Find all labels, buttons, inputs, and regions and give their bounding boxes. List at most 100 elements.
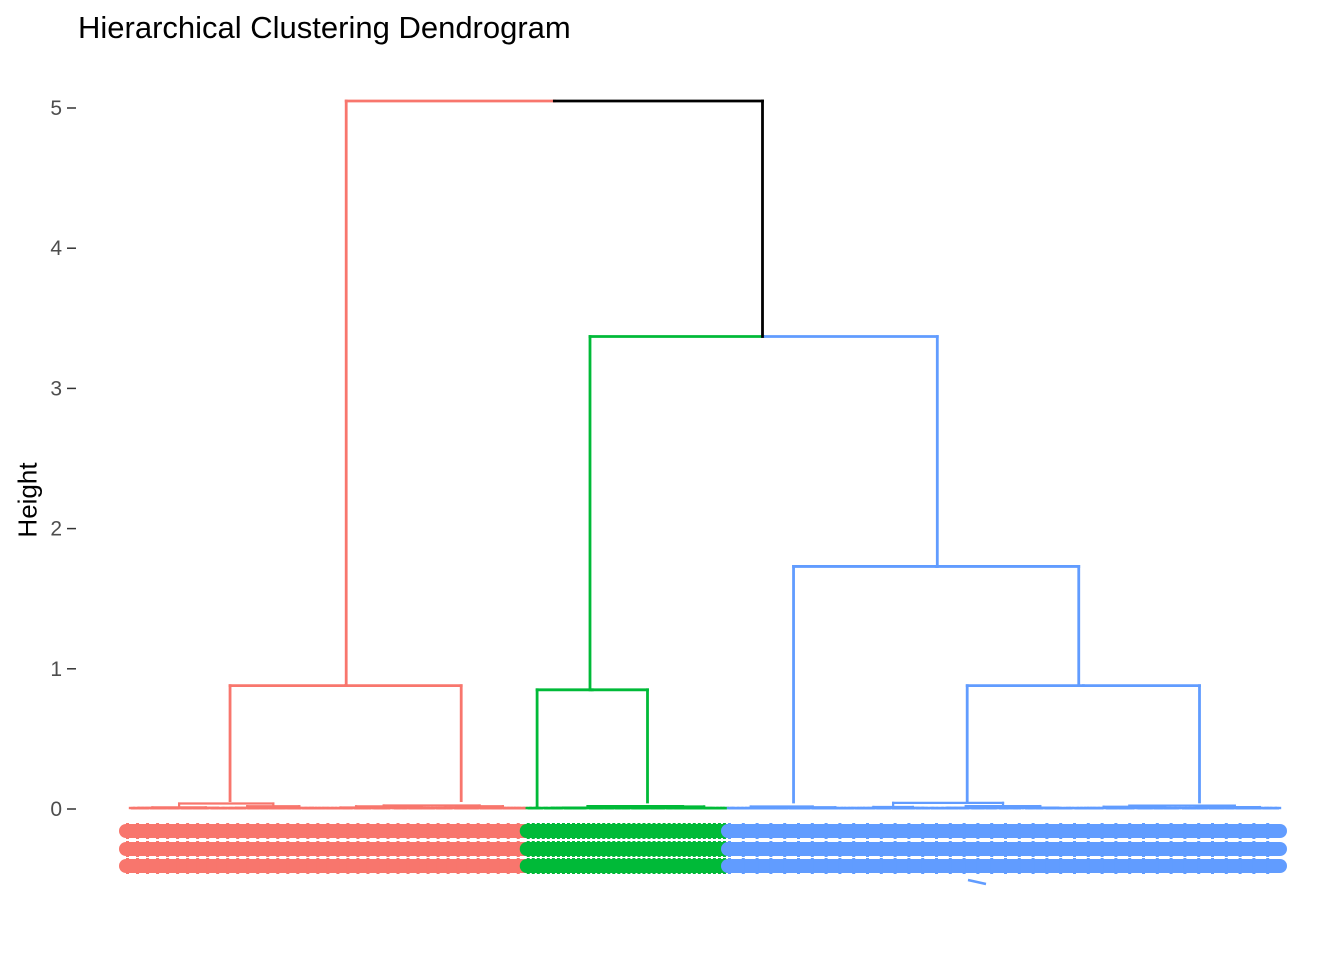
- leaf-label-glyph-c1-0-19: [316, 823, 320, 839]
- leaf-label-glyph-c1-2-18: [306, 858, 310, 874]
- leaf-label-glyph-c1-0-30: [426, 823, 430, 839]
- leaf-label-glyph-c2-1-19: [622, 841, 626, 857]
- leaf-label-glyph-c1-1-28: [406, 841, 410, 857]
- leaf-label-glyph-c2-1-37: [712, 841, 716, 857]
- leaf-label-glyph-c3-1-24: [1059, 841, 1063, 857]
- leaf-label-glyph-c1-2-6: [186, 858, 190, 874]
- leaf-label-glyph-c3-2-8: [838, 858, 842, 874]
- leaf-label-glyph-c1-0-36: [486, 823, 490, 839]
- leaf-label-glyph-c3-2-16: [948, 858, 952, 874]
- leaf-label-glyph-c3-1-19: [990, 841, 994, 857]
- leaf-label-glyph-c3-0-4: [783, 823, 787, 839]
- leaf-label-glyph-c1-2-5: [176, 858, 180, 874]
- leaf-label-glyph-c1-2-36: [486, 858, 490, 874]
- leaf-label-glyph-c2-0-6: [556, 823, 560, 839]
- leaf-label-glyph-c3-2-14: [921, 858, 925, 874]
- leaf-label-glyph-c2-1-31: [682, 841, 686, 857]
- leaf-label-glyph-c2-1-5: [551, 841, 555, 857]
- leaf-label-glyph-c3-1-21: [1017, 841, 1021, 857]
- leaf-label-glyph-c1-2-32: [446, 858, 450, 874]
- leaf-label-glyph-c3-0-17: [962, 823, 966, 839]
- leaf-label-glyph-c3-1-16: [948, 841, 952, 857]
- leaf-label-glyph-c1-1-4: [166, 841, 170, 857]
- leaf-label-glyph-c2-0-8: [567, 823, 570, 839]
- leaf-label-glyph-c2-1-7: [561, 841, 565, 857]
- leaf-label-glyph-c3-0-2: [755, 823, 759, 839]
- leaf-label-glyph-c3-2-22: [1031, 858, 1035, 874]
- leaf-label-glyph-c3-2-30: [1142, 858, 1145, 874]
- leaf-label-glyph-c3-0-15: [935, 823, 938, 839]
- leaf-label-glyph-c3-0-10: [866, 823, 869, 839]
- leaf-label-glyph-c3-1-37: [1238, 841, 1242, 857]
- leaf-label-glyph-c2-2-10: [577, 858, 581, 874]
- leaf-label-glyph-c3-0-0: [728, 823, 731, 839]
- leaf-label-glyph-c2-0-30: [677, 823, 681, 839]
- leaf-label-glyph-c2-2-35: [702, 858, 706, 874]
- leaf-label-glyph-c1-2-27: [396, 858, 400, 874]
- leaf-label-glyph-c1-2-39: [516, 858, 520, 874]
- leaf-label-glyph-c2-0-32: [687, 823, 691, 839]
- leaf-label-glyph-c1-2-8: [206, 858, 210, 874]
- leaf-label-glyph-c1-2-7: [196, 858, 200, 874]
- leaf-label-glyph-c3-2-3: [769, 858, 773, 874]
- leaf-label-glyph-c2-0-9: [572, 823, 576, 839]
- leaf-label-glyph-c1-2-24: [366, 858, 370, 874]
- leaf-label-glyph-c1-0-11: [236, 823, 240, 839]
- leaf-label-glyph-c3-2-28: [1114, 858, 1118, 874]
- leaf-label-glyph-c2-2-19: [622, 858, 626, 874]
- leaf-label-glyph-c3-0-25: [1073, 823, 1076, 839]
- leaf-label-glyph-c2-0-29: [672, 823, 676, 839]
- leaf-label-glyph-c1-0-37: [496, 823, 500, 839]
- leaf-label-glyph-c2-0-23: [642, 823, 646, 839]
- leaf-label-glyph-c1-0-25: [376, 823, 380, 839]
- y-tick-label-1: 1: [50, 658, 62, 681]
- leaf-label-glyph-c1-2-22: [346, 858, 350, 874]
- leaf-label-glyph-c1-2-3: [156, 858, 160, 874]
- leaf-label-glyph-c2-1-16: [607, 841, 611, 857]
- leaf-label-glyph-c2-0-33: [692, 823, 696, 839]
- leaf-label-glyph-c2-1-36: [707, 841, 711, 857]
- leaf-label-glyph-c3-1-13: [907, 841, 911, 857]
- leaf-label-glyph-c1-2-12: [246, 858, 250, 874]
- leaf-label-glyph-c2-0-3: [541, 823, 545, 839]
- leaf-label-glyph-c1-1-17: [296, 841, 300, 857]
- leaf-label-glyph-c2-0-18: [617, 823, 621, 839]
- leaf-label-glyph-c3-2-4: [783, 858, 787, 874]
- leaf-label-glyph-c3-2-29: [1128, 858, 1132, 874]
- leaf-label-glyph-c3-0-29: [1128, 823, 1132, 839]
- leaf-label-glyph-c2-2-16: [607, 858, 611, 874]
- leaf-label-glyph-c1-2-34: [466, 858, 470, 874]
- leaf-label-glyph-c1-0-15: [276, 823, 280, 839]
- leaf-label-glyph-c3-1-39: [1266, 841, 1270, 857]
- leaf-label-glyph-c2-2-21: [632, 858, 636, 874]
- leaf-label-glyph-c3-2-10: [866, 858, 869, 874]
- leaf-label-glyph-c2-1-2: [536, 841, 540, 857]
- leaf-label-glyph-c2-0-26: [657, 823, 661, 839]
- leaf-label-glyph-c1-0-24: [366, 823, 370, 839]
- leaf-label-glyph-c1-0-16: [286, 823, 290, 839]
- leaf-label-glyph-c1-2-26: [386, 858, 390, 874]
- leaf-label-glyph-c3-1-38: [1252, 841, 1256, 857]
- leaf-label-glyph-c1-0-6: [186, 823, 190, 839]
- leaf-label-glyph-c3-1-0: [728, 841, 731, 857]
- leaf-label-glyph-c1-1-14: [266, 841, 270, 857]
- leaf-label-glyph-c1-1-24: [366, 841, 370, 857]
- leaf-label-glyph-c1-0-1: [136, 823, 140, 839]
- leaf-label-glyph-c2-1-6: [556, 841, 560, 857]
- leaf-label-glyph-c3-0-23: [1045, 823, 1049, 839]
- leaf-label-glyph-c3-2-17: [962, 858, 966, 874]
- leaf-label-glyph-c2-2-6: [556, 858, 560, 874]
- leaf-label-glyph-c2-0-20: [627, 823, 631, 839]
- leaf-label-glyph-c2-0-16: [607, 823, 611, 839]
- leaf-label-glyph-c1-0-20: [326, 823, 330, 839]
- leaf-label-glyph-c2-1-20: [627, 841, 631, 857]
- leaf-label-glyph-c3-0-11: [879, 823, 883, 839]
- leaf-label-glyph-c2-0-31: [682, 823, 686, 839]
- leaf-label-glyph-c2-2-17: [612, 858, 616, 874]
- leaf-label-glyph-c3-2-11: [879, 858, 883, 874]
- leaf-label-glyph-c1-1-0: [126, 841, 129, 857]
- leaf-label-glyph-c1-0-5: [176, 823, 180, 839]
- leaf-label-glyph-c3-0-30: [1142, 823, 1145, 839]
- leaf-label-glyph-c1-2-9: [216, 858, 220, 874]
- leaf-label-glyph-c3-0-3: [769, 823, 773, 839]
